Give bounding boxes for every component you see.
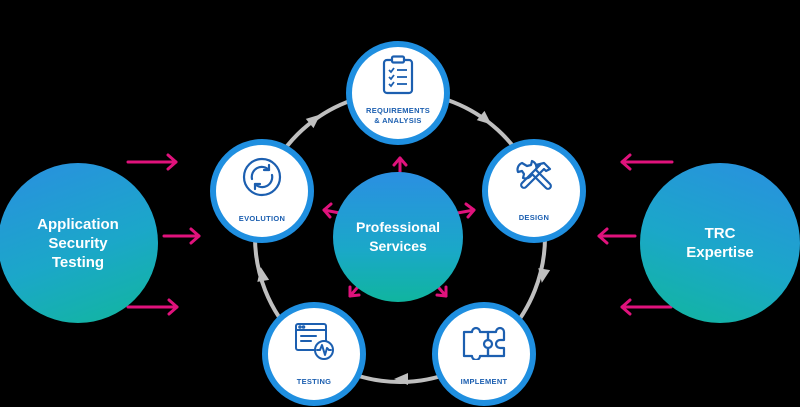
ring-arrow-req-design bbox=[476, 110, 492, 125]
magenta-arrows bbox=[126, 153, 674, 316]
right-arrow-middle bbox=[597, 227, 637, 245]
design-node: DESIGN bbox=[482, 139, 586, 243]
ring-arrow-implement-testing bbox=[394, 373, 408, 385]
left-arrow-middle bbox=[162, 227, 201, 245]
requirements-analysis-node: REQUIREMENTS & ANALYSIS bbox=[346, 41, 450, 145]
implement-node: IMPLEMENT bbox=[432, 302, 536, 406]
evolution-node: EVOLUTION bbox=[210, 139, 314, 243]
ring-arrow-evolution-req bbox=[305, 114, 321, 129]
trc-expertise-circle: TRC Expertise bbox=[640, 163, 800, 323]
center-circle-line-2: Services bbox=[369, 238, 427, 254]
ring-arrowheads bbox=[257, 110, 551, 385]
application-security-testing-circle: Application Security Testing bbox=[0, 163, 158, 323]
evolution-label: EVOLUTION bbox=[238, 214, 286, 223]
left-circle-line-1: Application bbox=[37, 215, 119, 233]
right-arrow-top bbox=[620, 153, 674, 171]
center-circle-line-1: Professional bbox=[355, 219, 441, 235]
refresh-arrows-icon bbox=[242, 157, 282, 197]
left-circle-line-3: Testing bbox=[51, 253, 105, 271]
browser-monitor-icon bbox=[295, 323, 334, 360]
right-circle-line-2: Expertise bbox=[686, 244, 754, 261]
requirements-label-line-1: REQUIREMENTS bbox=[365, 106, 431, 115]
puzzle-pieces-icon bbox=[462, 326, 506, 360]
right-arrow-bottom bbox=[620, 298, 673, 316]
implement-label: IMPLEMENT bbox=[460, 377, 508, 386]
wrench-hammer-icon bbox=[516, 159, 552, 190]
testing-node: TESTING bbox=[262, 302, 366, 406]
left-circle-line-2: Security bbox=[48, 234, 108, 252]
left-arrow-bottom bbox=[126, 298, 179, 316]
requirements-label-line-2: & ANALYSIS bbox=[374, 116, 422, 125]
requirements-analysis-label: REQUIREMENTS & ANALYSIS bbox=[352, 106, 444, 126]
design-label: DESIGN bbox=[518, 213, 550, 222]
clipboard-checklist-icon bbox=[382, 55, 414, 95]
testing-label: TESTING bbox=[296, 377, 332, 386]
professional-services-circle: Professional Services bbox=[333, 172, 463, 302]
ring-arrow-testing-evolution bbox=[257, 267, 270, 282]
left-arrow-top bbox=[126, 153, 178, 171]
right-circle-line-1: TRC bbox=[704, 225, 736, 242]
ring-arrow-design-implement bbox=[538, 268, 551, 283]
